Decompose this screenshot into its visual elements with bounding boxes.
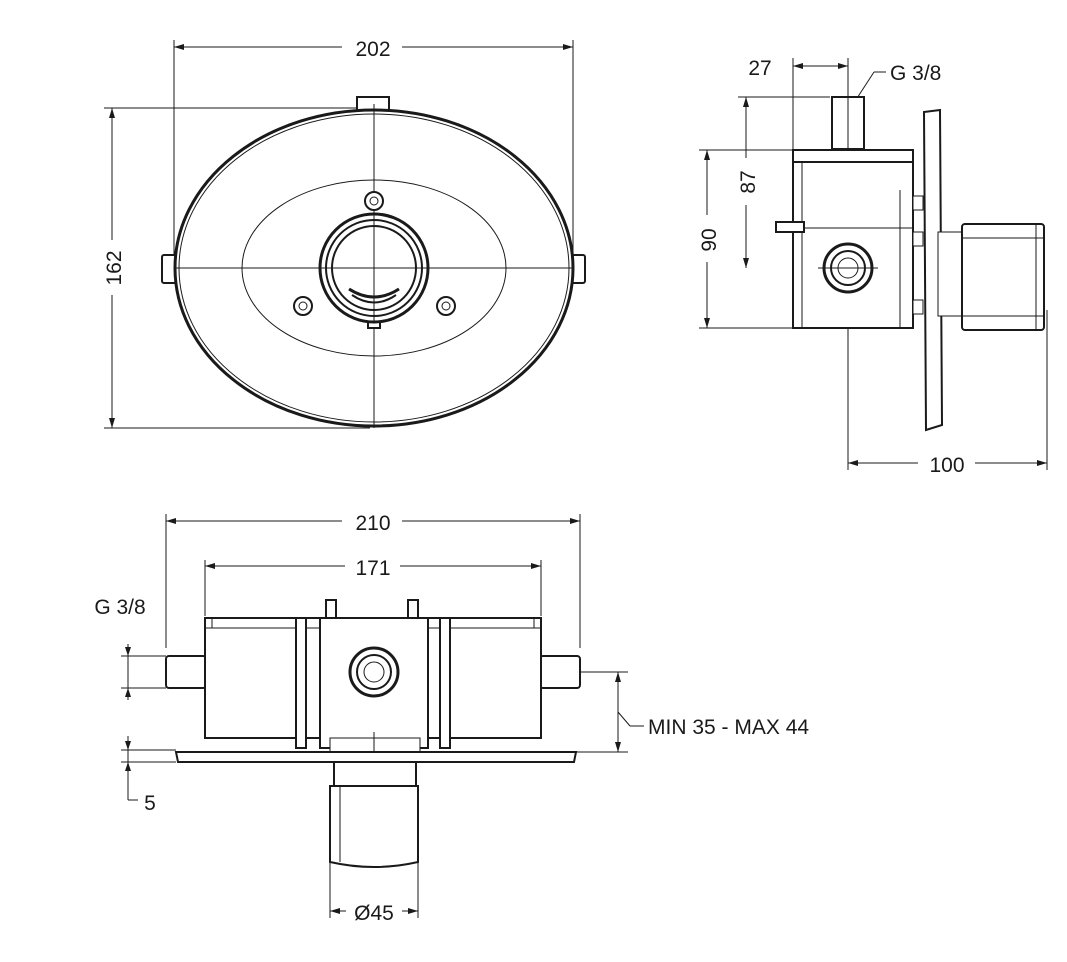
side-depth-label: 100 (929, 454, 964, 477)
top-handle-diameter-label: Ø45 (354, 902, 394, 925)
front-height-label: 162 (103, 250, 126, 285)
screw-left (293, 296, 313, 316)
side-view: 27 G 3/8 87 90 100 (698, 57, 1048, 477)
front-view: 202 162 (103, 38, 586, 429)
top-body-width-label: 171 (355, 557, 390, 580)
top-plate-thickness-label: 5 (144, 792, 156, 815)
side-outer-height-label: 90 (698, 228, 721, 251)
top-overall-width-label: 210 (355, 512, 390, 535)
screw-top (364, 191, 384, 211)
side-thread-label: G 3/8 (890, 62, 941, 85)
side-inner-height-label: 87 (737, 170, 760, 193)
screw-right (436, 296, 456, 316)
side-top-offset-label: 27 (748, 57, 771, 80)
top-wall-range-label: MIN 35 - MAX 44 (648, 716, 809, 739)
top-view: 210 171 G 3/8 MIN 35 - MAX 44 5 (94, 512, 809, 925)
top-thread-label: G 3/8 (94, 596, 145, 619)
central-knob (318, 212, 430, 329)
front-width-label: 202 (355, 38, 390, 61)
